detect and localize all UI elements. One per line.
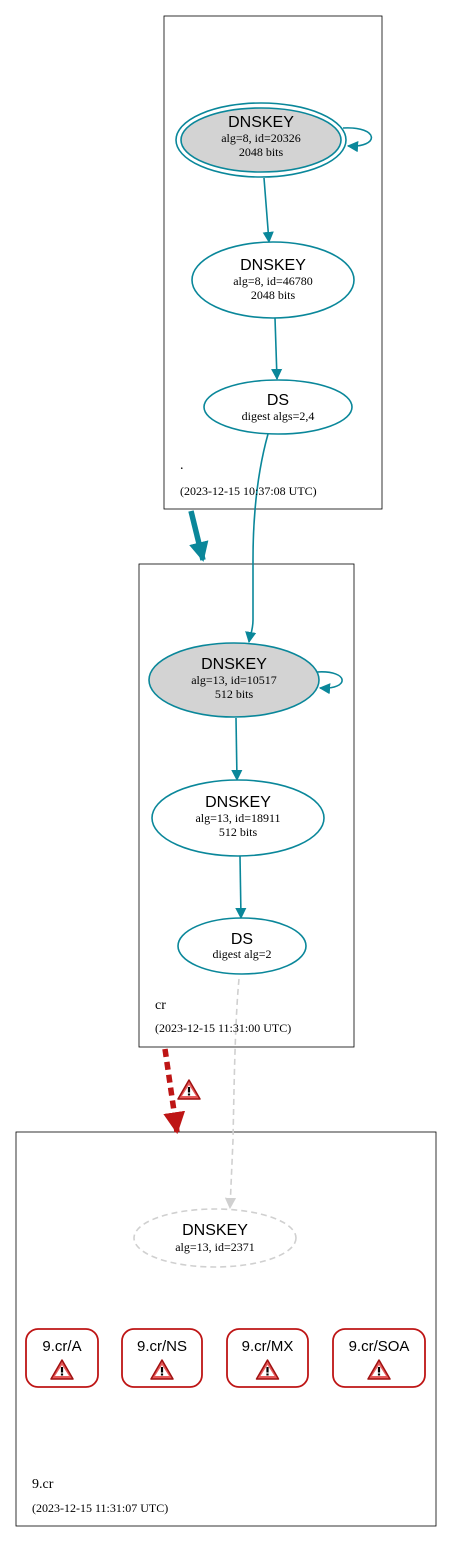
node-cr-zsk-line1: alg=13, id=18911	[195, 811, 280, 825]
edge-cr-ksk-zsk	[231, 717, 243, 782]
node-cr-ds-title: DS	[231, 931, 253, 948]
edge-root-ksk-self	[342, 127, 373, 153]
node-root-zsk-title: DNSKEY	[240, 257, 306, 274]
node-cr-ksk-title: DNSKEY	[201, 656, 267, 673]
node-root-ksk-line2: 2048 bits	[239, 145, 284, 159]
zone-9cr-box	[15, 1131, 437, 1527]
rrset-box[interactable]: 9.cr/MX	[226, 1328, 309, 1388]
node-root-zsk-line1: alg=8, id=46780	[233, 274, 313, 288]
zone-root-name: .	[180, 458, 184, 473]
rrset-label: 9.cr/A	[42, 1338, 81, 1355]
node-cr-zsk[interactable]: DNSKEY alg=13, id=18911 512 bits	[151, 779, 325, 857]
edge-delegation-cr-9cr	[162, 1048, 186, 1135]
node-cr-ksk[interactable]: DNSKEY alg=13, id=10517 512 bits	[148, 642, 320, 718]
zone-cr-box	[138, 563, 355, 1048]
node-9cr-key[interactable]: DNSKEY alg=13, id=2371	[133, 1208, 297, 1268]
node-root-zsk[interactable]: DNSKEY alg=8, id=46780 2048 bits	[191, 241, 355, 319]
node-root-ksk[interactable]: DNSKEY alg=8, id=20326 2048 bits	[175, 102, 347, 178]
warning-icon	[255, 1359, 280, 1380]
rrset-box[interactable]: 9.cr/SOA	[332, 1328, 426, 1388]
edge-cr-ksk-self	[316, 671, 343, 695]
rrset-box[interactable]: 9.cr/A	[25, 1328, 99, 1388]
node-cr-zsk-line2: 512 bits	[219, 825, 258, 839]
node-root-ksk-title: DNSKEY	[228, 114, 294, 131]
warning-icon	[367, 1359, 391, 1380]
node-root-ds[interactable]: DS digest algs=2,4	[203, 379, 353, 435]
node-root-zsk-line2: 2048 bits	[251, 288, 296, 302]
delegation-warning-icon	[177, 1079, 201, 1100]
node-9cr-key-line1: alg=13, id=2371	[175, 1240, 255, 1254]
rrset-label: 9.cr/NS	[137, 1338, 187, 1355]
node-9cr-key-title: DNSKEY	[182, 1222, 248, 1239]
node-cr-ds[interactable]: DS digest alg=2	[177, 917, 307, 975]
zone-cr-name: cr	[155, 998, 166, 1013]
warning-icon	[150, 1359, 174, 1380]
zone-cr-timestamp: (2023-12-15 11:31:00 UTC)	[155, 1021, 291, 1035]
zone-9cr-name: 9.cr	[32, 1477, 54, 1492]
node-cr-ksk-line2: 512 bits	[215, 687, 254, 701]
node-cr-zsk-title: DNSKEY	[205, 794, 271, 811]
rrset-label: 9.cr/SOA	[349, 1338, 410, 1355]
edge-cr-zsk-ds	[235, 855, 247, 920]
node-cr-ksk-line1: alg=13, id=10517	[191, 673, 277, 687]
edge-root-ds-cr-ksk	[245, 433, 269, 644]
edge-cr-ds-9cr-key	[224, 978, 240, 1210]
edge-root-ksk-zsk	[262, 177, 274, 244]
rrset-row: 9.cr/A 9.cr/NS 9.cr/MX 9.cr/SOA	[25, 1328, 426, 1388]
zone-root-timestamp: (2023-12-15 10:37:08 UTC)	[180, 484, 317, 498]
edge-delegation-root-cr	[188, 510, 209, 562]
node-cr-ds-line1: digest alg=2	[212, 947, 271, 961]
warning-icon	[50, 1359, 74, 1380]
edge-root-zsk-ds	[271, 317, 283, 381]
zone-9cr-timestamp: (2023-12-15 11:31:07 UTC)	[32, 1501, 168, 1515]
node-root-ds-title: DS	[267, 392, 289, 409]
rrset-label: 9.cr/MX	[242, 1338, 294, 1355]
rrset-box[interactable]: 9.cr/NS	[121, 1328, 203, 1388]
node-root-ds-line1: digest algs=2,4	[242, 409, 315, 423]
zone-root-box	[163, 15, 383, 510]
node-root-ksk-line1: alg=8, id=20326	[221, 131, 301, 145]
